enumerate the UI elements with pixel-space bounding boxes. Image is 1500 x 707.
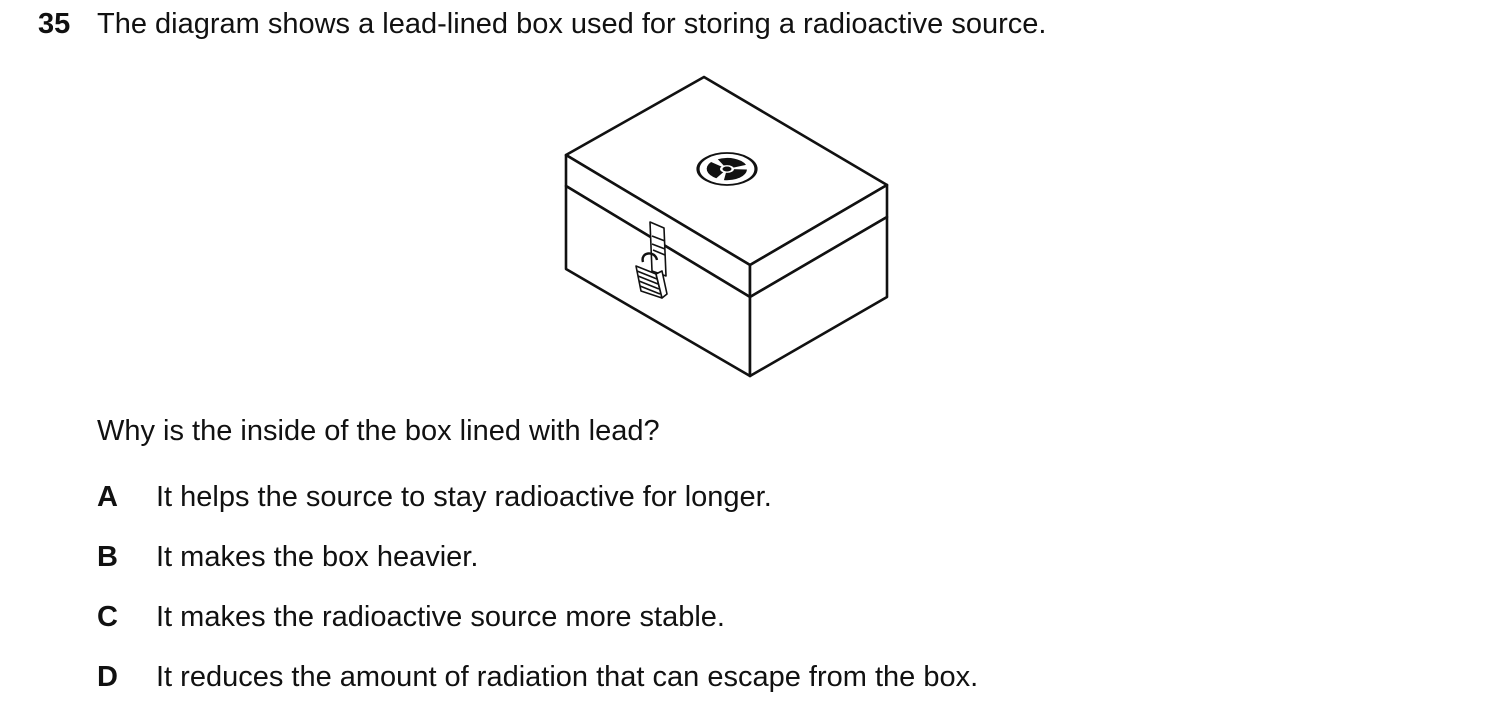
box-right-face (748, 215, 889, 378)
question-stem: The diagram shows a lead-lined box used … (97, 8, 1047, 40)
option-text: It reduces the amount of radiation that … (156, 661, 979, 693)
radiation-trefoil-icon (696, 152, 758, 186)
option-text: It makes the radioactive source more sta… (156, 601, 725, 633)
option-text: It helps the source to stay radioactive … (156, 481, 772, 513)
option-text: It makes the box heavier. (156, 541, 479, 573)
option-letter: A (97, 481, 118, 513)
question-number: 35 (38, 8, 71, 40)
lead-lined-box-diagram (564, 75, 889, 378)
option-letter: D (97, 661, 118, 693)
question-prompt: Why is the inside of the box lined with … (97, 415, 660, 447)
option-letter: B (97, 541, 118, 573)
option-letter: C (97, 601, 118, 633)
hasp-and-padlock (635, 221, 668, 299)
